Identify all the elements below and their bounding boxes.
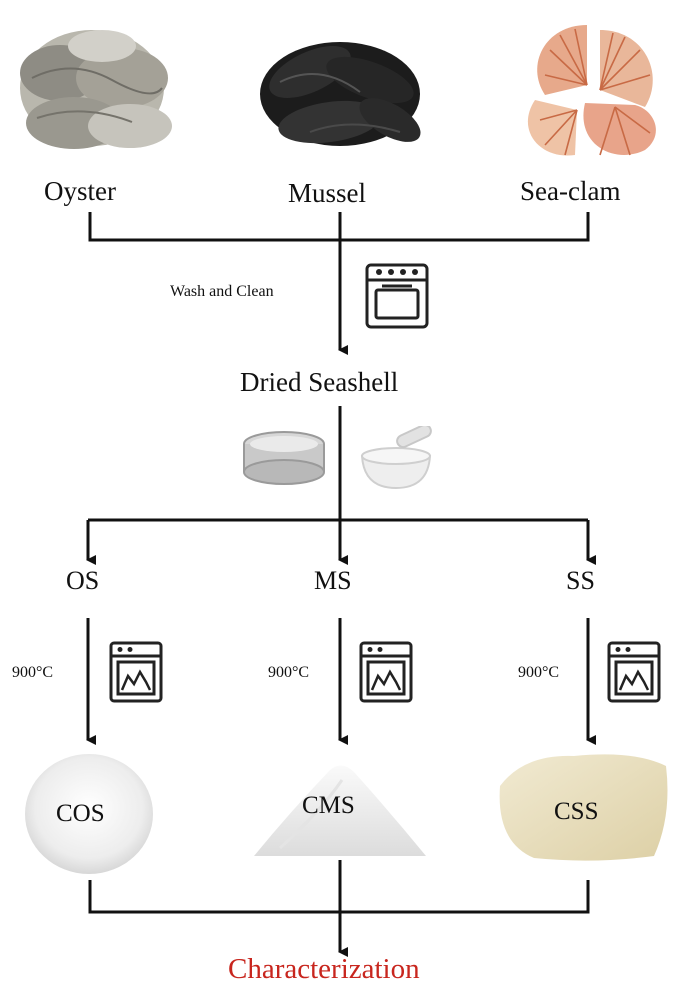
label-temp-ss: 900°C — [518, 664, 560, 681]
label-oyster: Oyster — [44, 176, 116, 206]
label-ms: MS — [314, 566, 352, 595]
label-os: OS — [66, 566, 100, 595]
oyster-image — [20, 30, 172, 149]
label-cos: COS — [56, 800, 105, 827]
label-temp-ms: 900°C — [268, 664, 310, 681]
sieve-icon — [243, 431, 325, 485]
label-characterization: Characterization — [228, 953, 420, 985]
furnace-icon — [109, 641, 163, 703]
label-cms: CMS — [302, 792, 355, 819]
label-dried-seashell: Dried Seashell — [240, 367, 399, 397]
label-mussel: Mussel — [288, 178, 367, 208]
label-wash-clean: Wash and Clean — [170, 283, 274, 300]
label-ss: SS — [566, 566, 595, 595]
oven-icon — [365, 263, 429, 329]
furnace-icon — [359, 641, 413, 703]
label-sea-clam: Sea-clam — [520, 176, 621, 206]
mussel-image — [260, 42, 421, 146]
furnace-icon — [607, 641, 661, 703]
label-css: CSS — [554, 798, 599, 825]
cos-powder-image — [25, 754, 153, 874]
css-powder-image — [499, 754, 668, 861]
cms-powder-image — [254, 765, 426, 856]
label-temp-os: 900°C — [12, 664, 54, 681]
sea-clam-image — [527, 25, 656, 156]
mortar-pestle-icon — [360, 426, 432, 490]
